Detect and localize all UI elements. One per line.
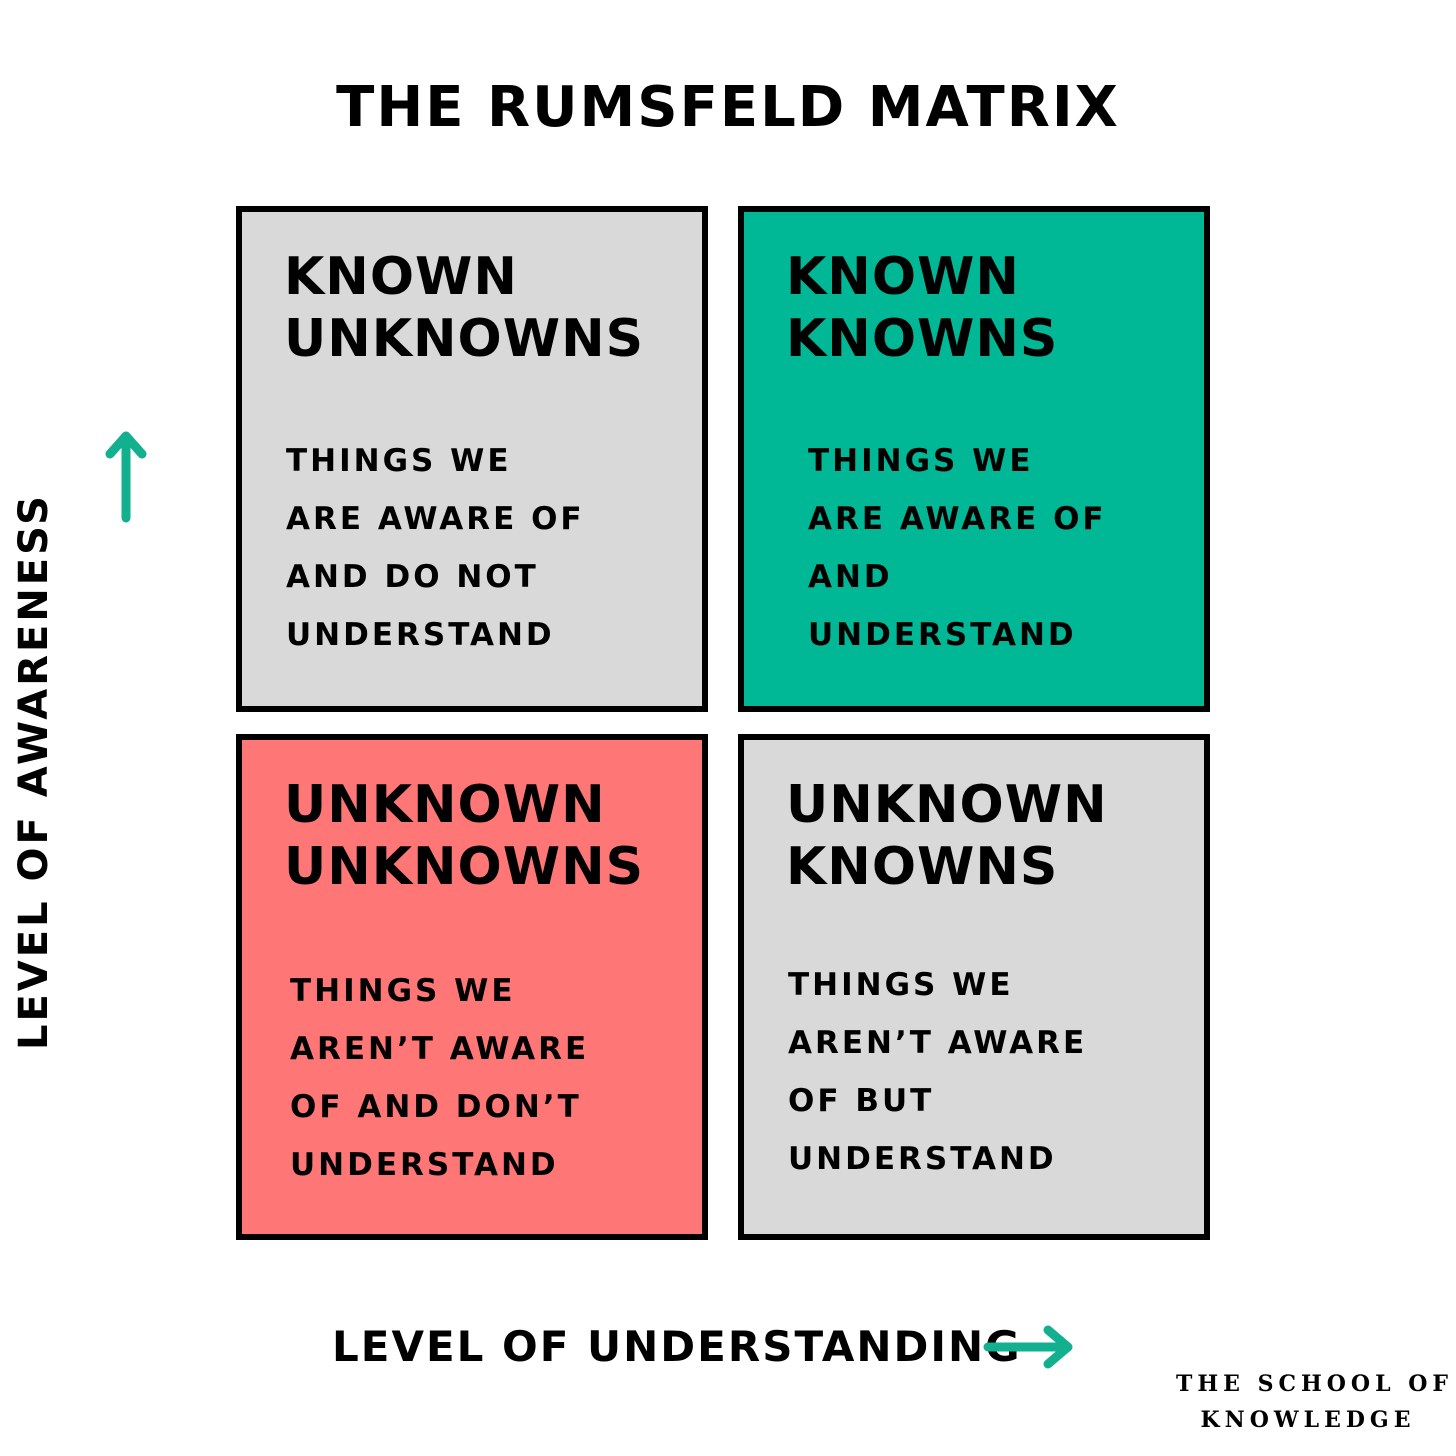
quadrant-description: THINGS WE AREN’T AWARE OF BUT UNDERSTAND: [788, 956, 1188, 1188]
arrow-up-icon: [105, 431, 147, 523]
y-axis-label: LEVEL OF AWARENESS: [11, 493, 57, 1050]
description-line: THINGS WE: [808, 443, 1034, 479]
heading-line: UNKNOWN: [786, 775, 1108, 835]
description-line: AREN’T AWARE: [788, 1025, 1088, 1061]
quadrant-known-unknowns: KNOWN UNKNOWNS THINGS WE ARE AWARE OF AN…: [236, 206, 708, 712]
description-line: THINGS WE: [290, 973, 516, 1009]
heading-line: KNOWN: [284, 247, 518, 307]
description-line: AND: [808, 559, 893, 595]
quadrant-known-knowns: KNOWN KNOWNS THINGS WE ARE AWARE OF AND …: [738, 206, 1210, 712]
description-line: UNDERSTAND: [788, 1141, 1057, 1177]
description-line: AND DO NOT: [286, 559, 539, 595]
brand-wordmark: THE SCHOOL OF KNOWLEDGE: [1176, 1366, 1454, 1438]
heading-line: UNKNOWNS: [284, 309, 645, 369]
description-line: ARE AWARE OF: [808, 501, 1107, 537]
quadrant-unknown-unknowns: UNKNOWN UNKNOWNS THINGS WE AREN’T AWARE …: [236, 734, 708, 1240]
quadrant-description: THINGS WE ARE AWARE OF AND UNDERSTAND: [808, 432, 1208, 664]
heading-line: UNKNOWN: [284, 775, 606, 835]
heading-line: KNOWNS: [786, 837, 1059, 897]
quadrant-heading: KNOWN UNKNOWNS: [284, 246, 704, 370]
x-axis-label: LEVEL OF UNDERSTANDING: [332, 1322, 1022, 1371]
quadrant-heading: UNKNOWN UNKNOWNS: [284, 774, 704, 898]
description-line: UNDERSTAND: [808, 617, 1077, 653]
description-line: THINGS WE: [788, 967, 1014, 1003]
quadrant-heading: UNKNOWN KNOWNS: [786, 774, 1206, 898]
description-line: UNDERSTAND: [290, 1147, 559, 1183]
brand-line: KNOWLEDGE: [1200, 1407, 1416, 1433]
brand-line: THE SCHOOL OF: [1176, 1371, 1454, 1397]
quadrant-unknown-knowns: UNKNOWN KNOWNS THINGS WE AREN’T AWARE OF…: [738, 734, 1210, 1240]
description-line: UNDERSTAND: [286, 617, 555, 653]
description-line: ARE AWARE OF: [286, 501, 585, 537]
quadrant-description: THINGS WE AREN’T AWARE OF AND DON’T UNDE…: [290, 962, 690, 1194]
quadrant-heading: KNOWN KNOWNS: [786, 246, 1206, 370]
arrow-right-icon: [983, 1325, 1073, 1369]
page-title: THE RUMSFELD MATRIX: [336, 75, 1120, 140]
description-line: OF AND DON’T: [290, 1089, 582, 1125]
heading-line: KNOWNS: [786, 309, 1059, 369]
heading-line: UNKNOWNS: [284, 837, 645, 897]
heading-line: KNOWN: [786, 247, 1020, 307]
description-line: THINGS WE: [286, 443, 512, 479]
description-line: OF BUT: [788, 1083, 935, 1119]
quadrant-description: THINGS WE ARE AWARE OF AND DO NOT UNDERS…: [286, 432, 686, 664]
description-line: AREN’T AWARE: [290, 1031, 590, 1067]
